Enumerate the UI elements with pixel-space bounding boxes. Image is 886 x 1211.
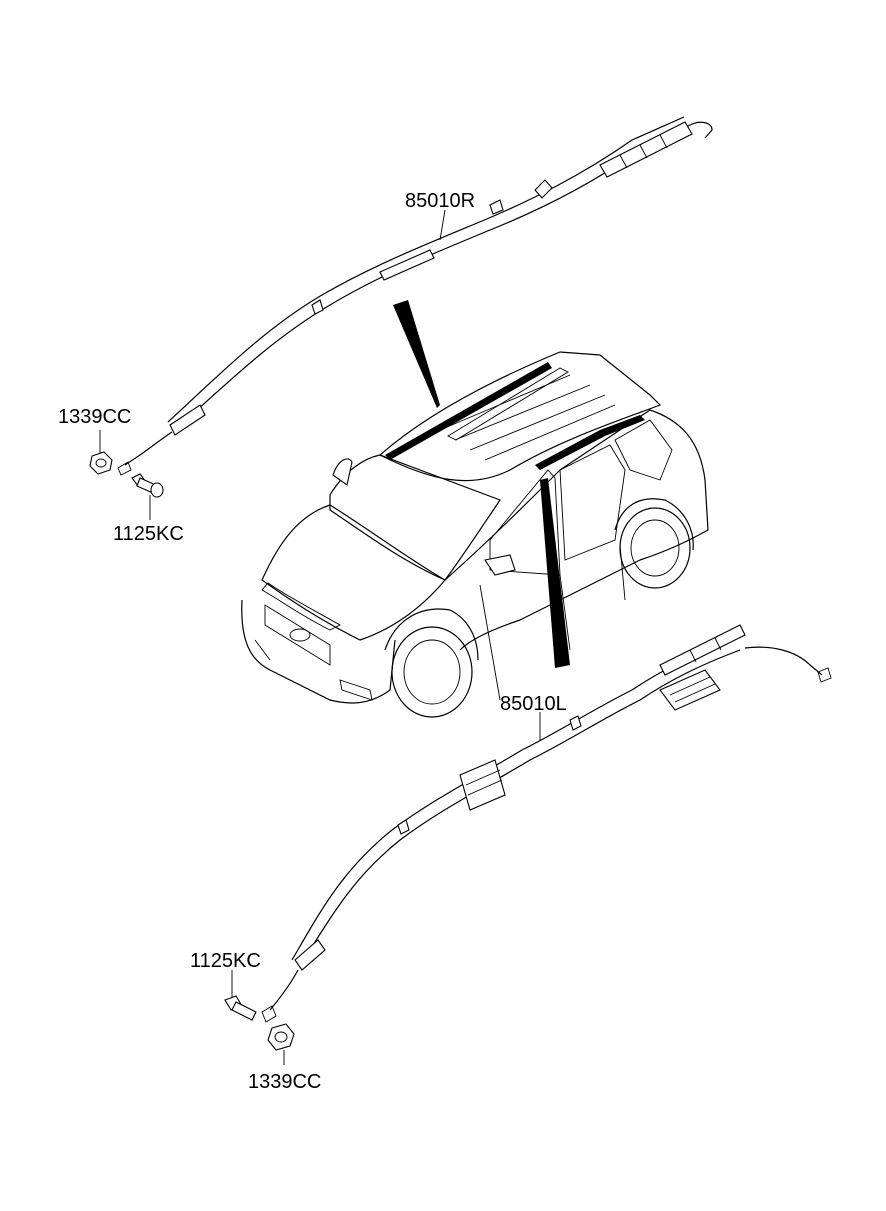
label-1339cc-top: 1339CC [58, 406, 131, 428]
suv-vehicle [241, 351, 709, 718]
airbag-position-right [385, 362, 552, 460]
bolt-1125kc-top [131, 473, 164, 520]
label-85010l: 85010L [500, 693, 567, 715]
airbag-position-left [535, 415, 645, 470]
pointer-wedge-left [540, 478, 570, 668]
label-1125kc-bottom: 1125KC [190, 950, 261, 972]
nut-1339cc-bottom [267, 1023, 295, 1065]
curtain-airbag-left [261, 624, 832, 1023]
nut-1339cc-top [89, 430, 113, 475]
label-1339cc-bottom: 1339CC [248, 1071, 321, 1093]
curtain-airbag-right [117, 116, 713, 476]
pointer-wedge-right [393, 300, 440, 408]
label-85010r: 85010R [405, 190, 475, 212]
bolt-1125kc-bottom [224, 970, 257, 1021]
label-1125kc-top: 1125KC [113, 523, 184, 545]
